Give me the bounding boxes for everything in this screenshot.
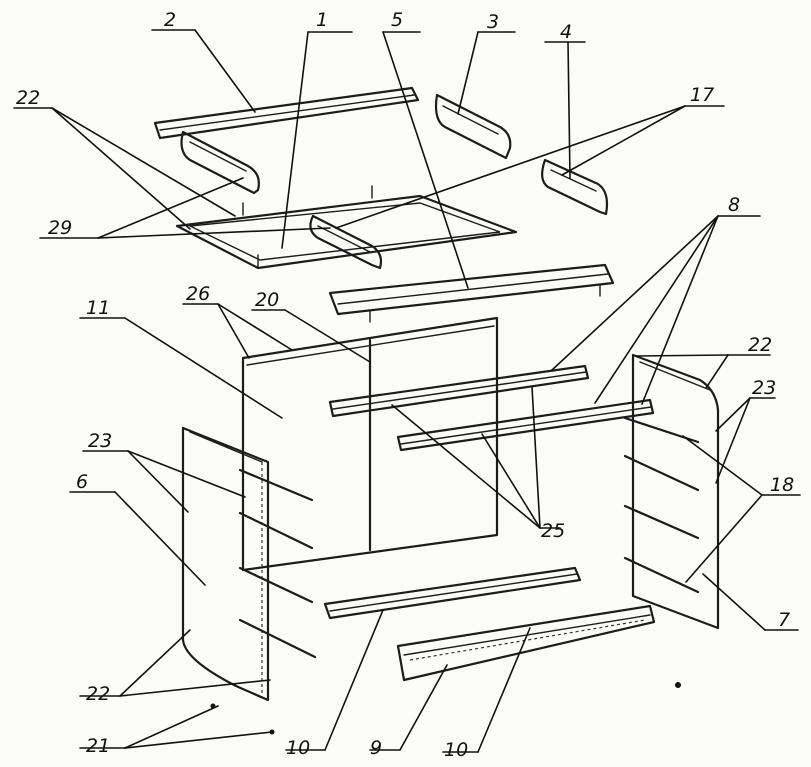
label-5: 5: [391, 9, 403, 31]
label-6: 6: [76, 471, 88, 493]
label-7: 7: [778, 609, 790, 631]
part-10-bottom-bar: [323, 566, 582, 620]
part-7-right-side-panel: [623, 353, 720, 630]
label-22-top: 22: [16, 87, 40, 109]
label-23-right: 23: [752, 377, 776, 399]
part-8-shelf-lower: [396, 398, 655, 452]
label-8: 8: [728, 194, 740, 216]
part-labels: 2 1 5 3 4 17 22 29 8 26 20 11 22 23 18 2…: [16, 9, 794, 761]
leader-lines: [13, 29, 801, 753]
label-9: 9: [370, 737, 382, 759]
label-10-left: 10: [286, 737, 310, 759]
label-25: 25: [541, 520, 565, 542]
part-2-top-bar: [153, 86, 420, 140]
label-10-right: 10: [444, 739, 468, 761]
label-22-bottom: 22: [86, 683, 110, 705]
label-18: 18: [770, 474, 794, 496]
label-3: 3: [487, 11, 499, 33]
part-8-shelf-upper: [328, 364, 590, 418]
part-11-back-panel: [241, 316, 499, 572]
label-1: 1: [316, 9, 328, 31]
label-21: 21: [86, 735, 110, 757]
part-6-left-side-panel: [181, 426, 317, 702]
label-26: 26: [186, 283, 210, 305]
part-1-top-frame: [175, 185, 518, 270]
label-22-right: 22: [748, 334, 772, 356]
label-17: 17: [690, 84, 714, 106]
label-20: 20: [255, 289, 279, 311]
part-4-handle: [541, 158, 609, 216]
label-11: 11: [86, 297, 110, 319]
label-23-left: 23: [88, 430, 112, 452]
part-17-handle: [309, 214, 383, 270]
part-9-bottom-tray: [396, 604, 656, 682]
label-2: 2: [164, 9, 176, 31]
part-3-handle: [434, 93, 512, 160]
label-29: 29: [48, 217, 72, 239]
label-4: 4: [560, 21, 572, 43]
part-5-tray: [328, 263, 615, 323]
part-29-handle: [180, 130, 260, 195]
